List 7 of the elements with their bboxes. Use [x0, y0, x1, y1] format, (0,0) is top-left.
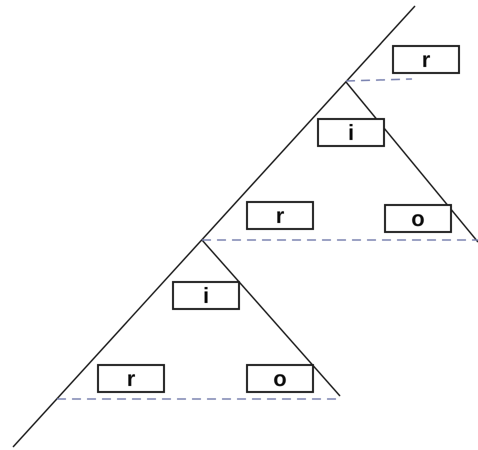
label-box: o: [246, 364, 314, 393]
label-box: r: [392, 45, 460, 74]
label-box: o: [384, 204, 452, 233]
label-box: i: [317, 118, 385, 147]
label-box: r: [97, 364, 165, 393]
label-box: r: [246, 201, 314, 230]
label-box: i: [172, 281, 240, 310]
